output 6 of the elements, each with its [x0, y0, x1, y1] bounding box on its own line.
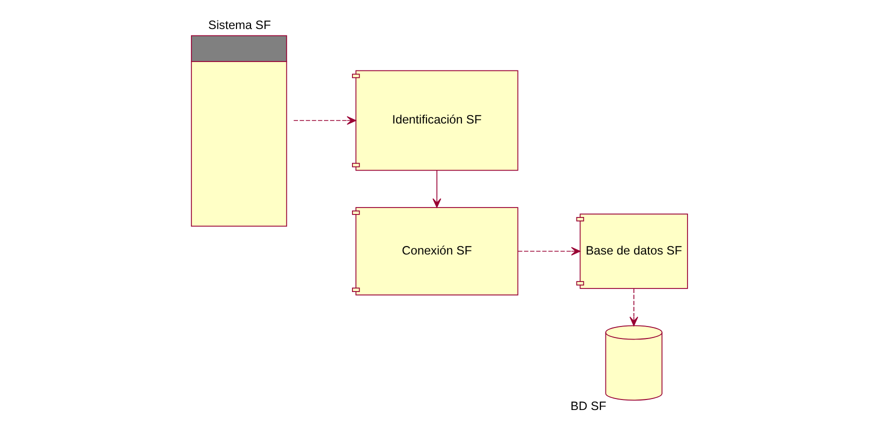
arrow [292, 116, 356, 125]
arrow [629, 288, 638, 326]
node-label: BD SF [570, 398, 606, 413]
arrow [432, 170, 441, 208]
node-label: Sistema SF [208, 18, 270, 32]
arrow [517, 246, 580, 256]
